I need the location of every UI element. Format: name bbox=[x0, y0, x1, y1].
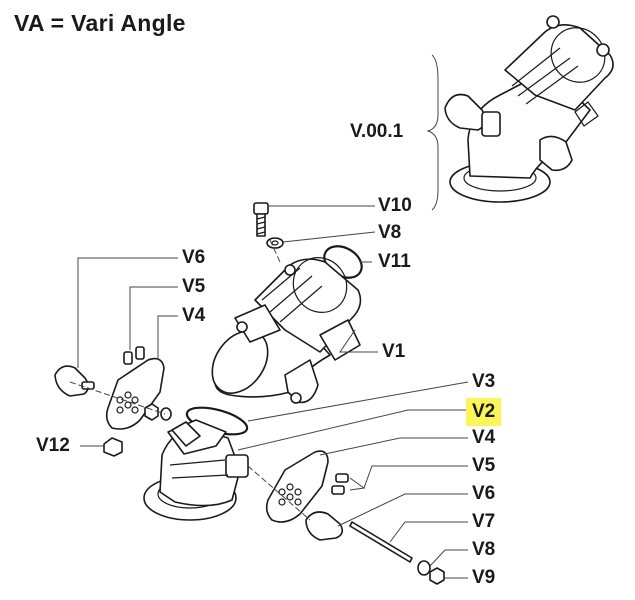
label-v8-bottom: V8 bbox=[472, 539, 496, 560]
v10-bolt-drawing bbox=[253, 202, 269, 237]
label-v6-left: V6 bbox=[182, 247, 206, 268]
label-v7: V7 bbox=[472, 511, 496, 532]
label-v2-highlighted: V2 bbox=[466, 398, 502, 426]
label-v5-right: V5 bbox=[472, 455, 496, 476]
label-v9: V9 bbox=[472, 567, 496, 588]
label-v11: V11 bbox=[378, 251, 411, 272]
diagram-title: VA = Vari Angle bbox=[14, 10, 186, 36]
label-v3: V3 bbox=[472, 371, 496, 392]
label-v6-right: V6 bbox=[472, 483, 496, 504]
label-v5-left: V5 bbox=[182, 276, 206, 297]
v2-base-drawing bbox=[143, 419, 249, 521]
label-v12: V12 bbox=[36, 435, 70, 456]
v1-elbow-drawing bbox=[211, 257, 362, 404]
assembled-unit-drawing bbox=[444, 15, 614, 203]
label-v10: V10 bbox=[378, 195, 412, 216]
label-v8-top: V8 bbox=[378, 222, 402, 243]
v6-left-knob-drawing bbox=[54, 365, 95, 397]
label-v1: V1 bbox=[382, 341, 406, 362]
label-v00-1: V.00.1 bbox=[350, 121, 404, 142]
label-v4-right: V4 bbox=[472, 427, 496, 448]
label-v4-left: V4 bbox=[182, 305, 206, 326]
